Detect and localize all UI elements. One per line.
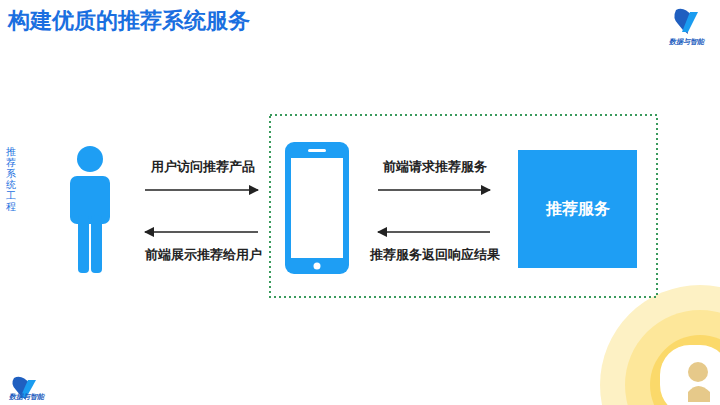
title: 构建优质的推荐系统服务 — [8, 6, 250, 36]
logo — [674, 9, 698, 34]
side-caption: 推荐系统工程 — [6, 146, 16, 212]
node-text: 推荐服务 — [546, 199, 610, 220]
decoration — [600, 285, 720, 405]
flow-label: 用户访问推荐产品 — [151, 158, 255, 176]
logo-text: 数据与智能 — [9, 392, 44, 402]
flow-arrows — [145, 190, 490, 232]
service-box: 推荐服务 — [518, 150, 637, 268]
phone-icon — [285, 142, 349, 274]
logo-text: 数据与智能 — [669, 37, 704, 47]
flow-label: 推荐服务返回响应结果 — [370, 246, 500, 264]
person-icon — [70, 146, 110, 273]
flow-label: 前端请求推荐服务 — [383, 158, 487, 176]
frontend-region — [270, 115, 657, 297]
flow-label: 前端展示推荐给用户 — [145, 246, 262, 264]
